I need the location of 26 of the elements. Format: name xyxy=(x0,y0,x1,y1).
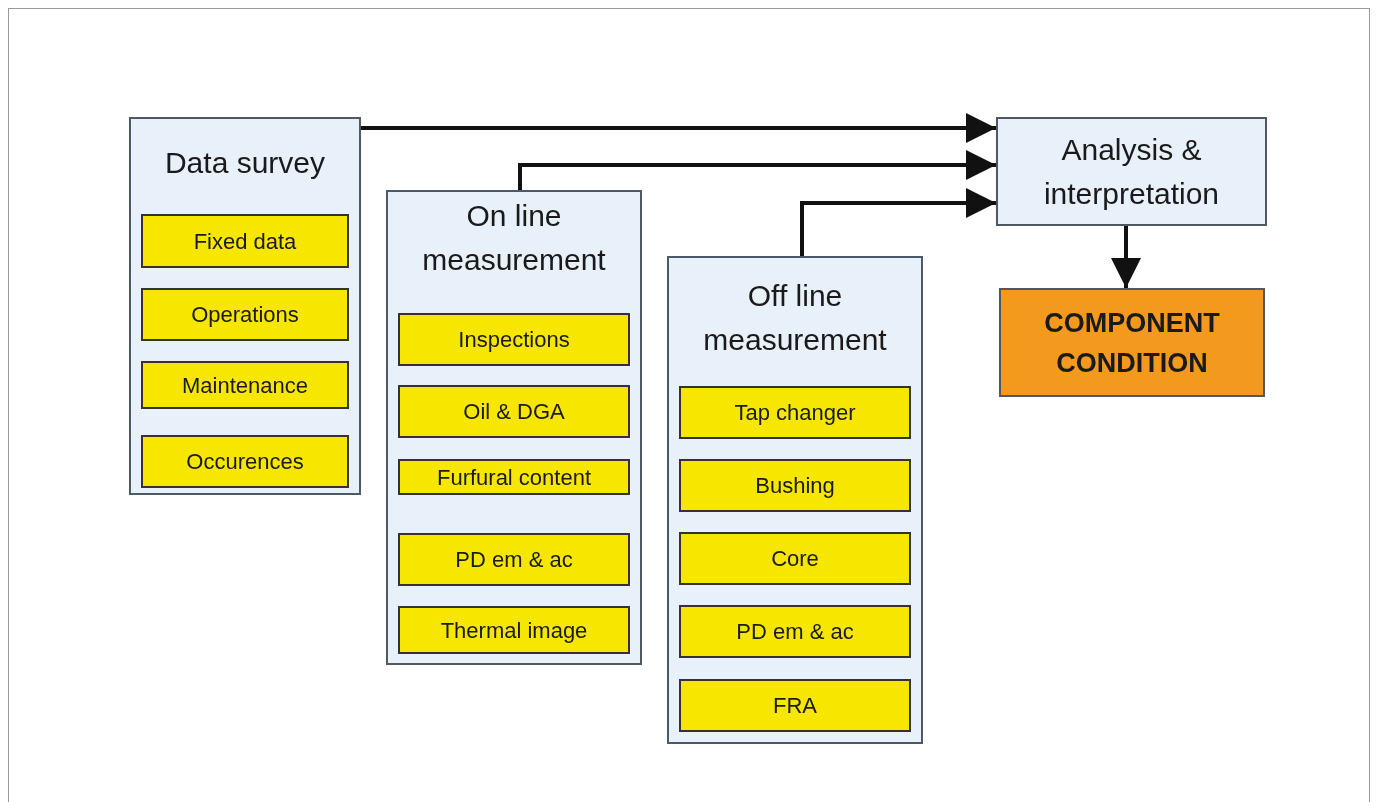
item-box: PD em & ac xyxy=(679,605,911,658)
arrow xyxy=(800,188,996,256)
item-box: FRA xyxy=(679,679,911,732)
arrow xyxy=(361,113,996,143)
item-box: Oil & DGA xyxy=(398,385,630,438)
item-box: Tap changer xyxy=(679,386,911,439)
panel-heading: Data survey xyxy=(163,145,327,181)
item-box: Bushing xyxy=(679,459,911,512)
panel-heading: Off line measurement xyxy=(702,278,888,358)
result-box: COMPONENT CONDITION xyxy=(999,288,1265,397)
group-panel xyxy=(129,117,361,495)
arrow xyxy=(1111,226,1141,288)
item-box: Thermal image xyxy=(398,606,630,654)
group-panel xyxy=(386,190,642,665)
item-box: Core xyxy=(679,532,911,585)
item-box: Maintenance xyxy=(141,361,349,409)
group-panel xyxy=(667,256,923,744)
item-box: Operations xyxy=(141,288,349,341)
item-box: PD em & ac xyxy=(398,533,630,586)
item-box: Inspections xyxy=(398,313,630,366)
item-box: Occurences xyxy=(141,435,349,488)
panel-heading: On line measurement xyxy=(421,198,607,278)
arrow xyxy=(518,150,996,190)
item-box: Furfural content xyxy=(398,459,630,495)
process-box: Analysis & interpretation xyxy=(996,117,1267,226)
item-box: Fixed data xyxy=(141,214,349,268)
